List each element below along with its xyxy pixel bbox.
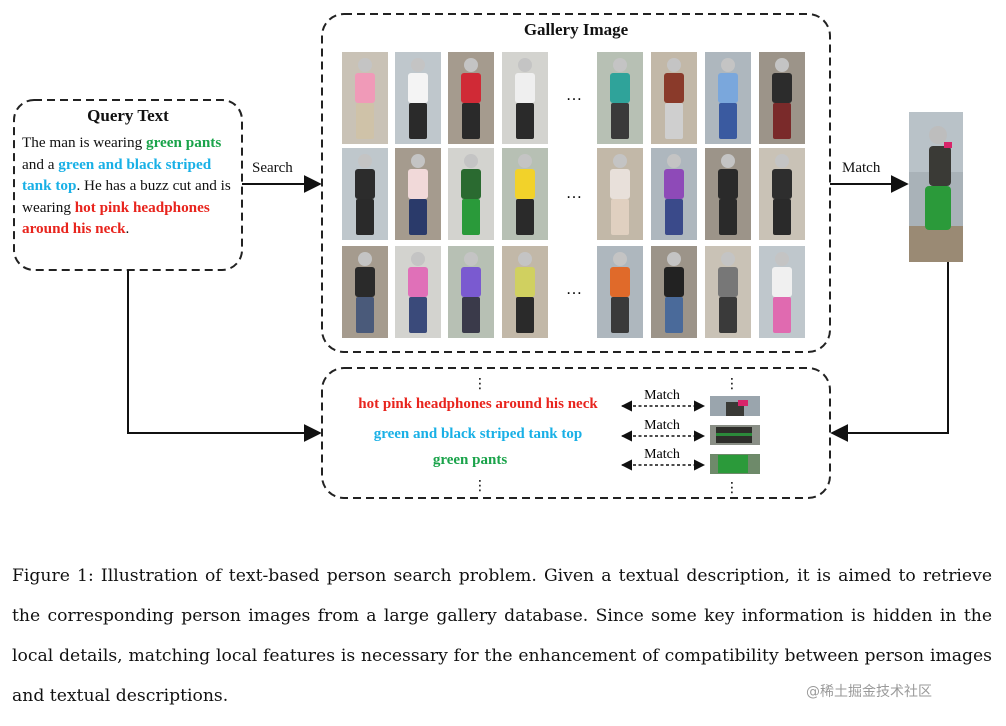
local-crop-pants	[710, 454, 760, 474]
local-phrase-tank-top: green and black striped tank top	[373, 426, 583, 442]
gallery-thumbnail	[342, 52, 388, 144]
local-crop-headphones	[710, 396, 760, 416]
gallery-thumbnail	[651, 246, 697, 338]
gallery-thumbnail	[502, 148, 548, 240]
gallery-title: Gallery Image	[523, 20, 629, 39]
phrase-green-pants: green pants	[146, 134, 222, 151]
local-phrase-pants: green pants	[432, 452, 508, 468]
gallery-ellipsis-2: …	[566, 185, 582, 202]
gallery-thumbnail	[342, 246, 388, 338]
local-match-label-2: Match	[644, 418, 680, 433]
gallery-ellipsis-3: …	[566, 281, 582, 298]
image-to-local-arrow	[830, 262, 949, 442]
gallery-thumbnail	[502, 52, 548, 144]
gallery-thumbnail	[395, 148, 441, 240]
gallery-thumbnail	[651, 148, 697, 240]
vdots-image-top: ⋮	[725, 376, 739, 392]
gallery-thumbnail	[448, 148, 494, 240]
figure-caption: Figure 1: Illustration of text-based per…	[12, 566, 992, 706]
gallery-thumbnail	[597, 52, 643, 144]
gallery-thumbnail	[597, 148, 643, 240]
phrase-headphones: hot pink headphones around his neck	[22, 198, 210, 238]
search-label: Search	[252, 160, 293, 176]
gallery-thumbnail	[705, 148, 751, 240]
vdots-text-top: ⋮	[473, 376, 487, 392]
gallery-thumbnail	[448, 52, 494, 144]
watermark: @稀土掘金技术社区	[806, 684, 932, 700]
query-text-title: Query Text	[87, 106, 169, 125]
gallery-thumbnail	[759, 52, 805, 144]
gallery-thumbnail	[448, 246, 494, 338]
diagram-canvas: … … … ⋮ ⋮ ⋮ ⋮ Match Match Match	[13, 13, 963, 499]
gallery-thumbnail	[705, 246, 751, 338]
gallery-ellipsis-1: …	[566, 87, 582, 104]
local-phrase-headphones: hot pink headphones around his neck	[358, 396, 598, 412]
matched-person-image	[909, 112, 963, 262]
gallery-thumbnail	[502, 246, 548, 338]
gallery-thumbnails	[342, 52, 805, 338]
vdots-text-bottom: ⋮	[473, 478, 487, 494]
gallery-thumbnail	[705, 52, 751, 144]
gallery-box	[321, 13, 831, 353]
local-match-box	[321, 367, 831, 499]
phrase-tank-top: green and black striped tank top	[22, 155, 212, 195]
gallery-thumbnail	[395, 246, 441, 338]
match-label: Match	[842, 160, 881, 176]
local-match-label-3: Match	[644, 447, 680, 462]
gallery-thumbnail	[597, 246, 643, 338]
gallery-thumbnail	[759, 246, 805, 338]
local-match-label-1: Match	[644, 388, 680, 403]
query-text-body: The man is wearing green pants and a gre…	[22, 134, 231, 238]
gallery-thumbnail	[342, 148, 388, 240]
local-crop-tank-top	[710, 425, 760, 445]
vdots-image-bottom: ⋮	[725, 480, 739, 496]
query-to-local-arrow	[127, 270, 322, 442]
gallery-thumbnail	[759, 148, 805, 240]
gallery-thumbnail	[651, 52, 697, 144]
gallery-thumbnail	[395, 52, 441, 144]
